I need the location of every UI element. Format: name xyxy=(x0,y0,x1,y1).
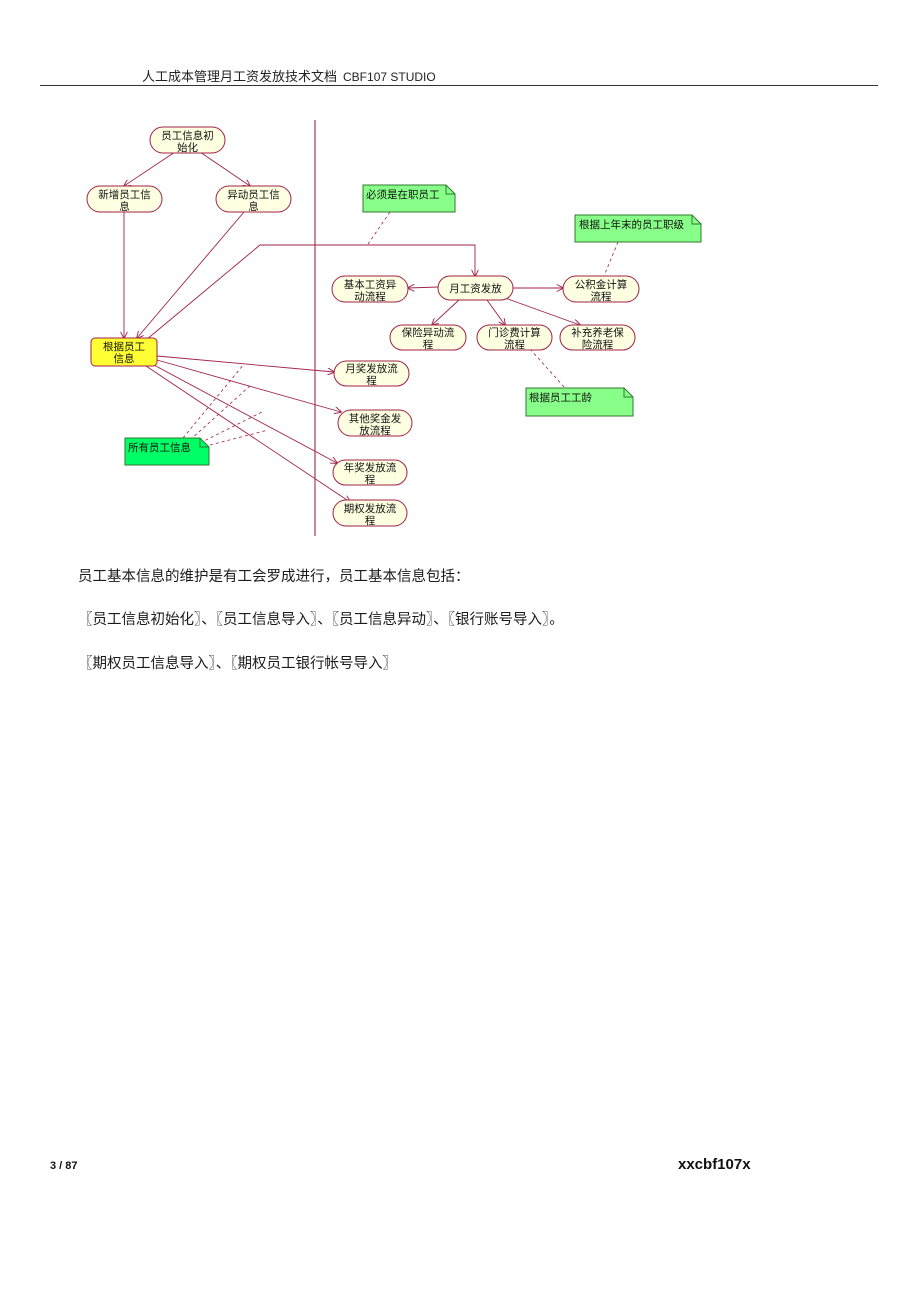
node-otherbonus-line2: 放流程 xyxy=(359,424,391,437)
node-init-line2: 始化 xyxy=(177,141,198,154)
node-new-employee: 新增员工信 息 xyxy=(86,185,163,213)
node-annualbonus-line2: 程 xyxy=(365,474,376,486)
note-all-info-text: 所有员工信息 xyxy=(128,441,191,454)
node-insurance-line2: 程 xyxy=(423,339,434,351)
node-insurance: 保险异动流 程 xyxy=(389,324,467,351)
edge-init-change xyxy=(199,151,250,186)
workflow-diagram: 员工信息初 始化 新增员工信 息 异动员工信 息 根据员工 信息 基本工资异 动… xyxy=(86,120,702,536)
node-fund-line2: 流程 xyxy=(591,290,612,303)
connector-all-info-4 xyxy=(209,429,269,446)
note-by-rank: 根据上年末的员工职级 xyxy=(574,214,702,243)
node-pension-line1: 补充养老保 xyxy=(571,326,624,339)
header-studio: CBF107 STUDIO xyxy=(343,70,436,84)
node-basic-line1: 基本工资异 xyxy=(344,278,397,291)
node-new-line1: 新增员工信 xyxy=(98,188,151,201)
edge-byinfo-monthlybonus xyxy=(156,355,334,372)
node-change-line2: 息 xyxy=(248,200,259,213)
note-by-seniority-text: 根据员工工龄 xyxy=(529,391,592,404)
node-housing-fund: 公积金计算 流程 xyxy=(562,275,640,303)
node-basic-salary: 基本工资异 动流程 xyxy=(331,275,409,303)
edge-monthly-basic xyxy=(408,287,439,288)
node-byinfo-line2: 信息 xyxy=(114,352,135,365)
connector-all-info-3 xyxy=(199,411,263,444)
node-monthlybonus-line1: 月奖发放流 xyxy=(345,362,398,375)
edge-byinfo-monthly xyxy=(145,244,475,341)
node-annual-bonus: 年奖发放流 程 xyxy=(332,459,408,486)
edge-monthly-insurance xyxy=(432,298,461,325)
node-insurance-line1: 保险异动流 xyxy=(402,326,455,339)
note-must-active-text: 必须是在职员工 xyxy=(366,188,440,201)
node-option: 期权发放流 程 xyxy=(332,499,408,527)
node-otherbonus-line1: 其他奖金发 xyxy=(349,412,402,425)
footer-page-number: 3 / 87 xyxy=(50,1160,78,1172)
footer-brand: xxcbf107x xyxy=(678,1156,751,1173)
node-option-line2: 程 xyxy=(365,515,376,527)
note-connectors xyxy=(182,211,619,446)
node-change-employee: 异动员工信 息 xyxy=(215,185,292,213)
node-monthly-salary: 月工资发放 xyxy=(437,275,514,301)
node-other-bonus: 其他奖金发 放流程 xyxy=(337,409,413,437)
node-clinic-line1: 门诊费计算 xyxy=(488,326,541,339)
note-must-active: 必须是在职员工 xyxy=(362,184,456,213)
connector-must-active xyxy=(367,211,391,245)
paragraph-option-items: 〖期权员工信息导入〗、〖期权员工银行帐号导入〗 xyxy=(78,656,397,672)
edge-init-new xyxy=(124,151,176,186)
node-monthlybonus-line2: 程 xyxy=(366,375,377,387)
edge-monthly-pension xyxy=(504,297,580,325)
connector-by-rank xyxy=(603,241,619,277)
header-title: 人工成本管理月工资发放技术文档 CBF107 STUDIO xyxy=(142,66,436,85)
edge-byinfo-otherbonus xyxy=(156,359,341,412)
node-fund-line1: 公积金计算 xyxy=(575,278,628,291)
note-by-seniority: 根据员工工龄 xyxy=(525,387,634,417)
node-option-line1: 期权发放流 xyxy=(344,502,397,515)
node-change-line1: 异动员工信 xyxy=(227,189,280,201)
edges xyxy=(124,151,580,502)
node-monthly-bonus: 月奖发放流 程 xyxy=(333,360,410,387)
edge-change-byinfo xyxy=(137,211,245,338)
paragraph-intro: 员工基本信息的维护是有工会罗成进行，员工基本信息包括： xyxy=(78,569,470,585)
node-new-line2: 息 xyxy=(119,200,130,213)
node-basic-line2: 动流程 xyxy=(354,290,386,303)
node-annualbonus-line1: 年奖发放流 xyxy=(344,461,397,474)
edge-byinfo-annualbonus xyxy=(151,363,337,463)
header-rule xyxy=(40,85,878,86)
node-pension: 补充养老保 险流程 xyxy=(559,324,636,351)
edge-byinfo-option xyxy=(145,365,350,502)
node-byinfo-line1: 根据员工 xyxy=(103,340,145,353)
node-by-employee-info: 根据员工 信息 xyxy=(90,337,158,367)
header-doc-title: 人工成本管理月工资发放技术文档 xyxy=(142,70,338,85)
connector-all-info-1 xyxy=(182,363,245,439)
edge-monthly-clinic xyxy=(486,299,505,325)
node-pension-line2: 险流程 xyxy=(582,338,614,351)
note-by-rank-text: 根据上年末的员工职级 xyxy=(579,218,684,231)
node-clinic-fee: 门诊费计算 流程 xyxy=(476,324,553,351)
paragraph-items: 〖员工信息初始化〗、〖员工信息导入〗、〖员工信息异动〗、〖银行账号导入〗。 xyxy=(78,612,564,628)
node-init-line1: 员工信息初 xyxy=(161,129,214,142)
node-clinic-line2: 流程 xyxy=(504,338,525,351)
connector-by-seniority xyxy=(529,348,566,389)
connector-all-info-2 xyxy=(189,383,253,441)
node-init: 员工信息初 始化 xyxy=(149,126,226,154)
node-monthly-line1: 月工资发放 xyxy=(449,282,502,295)
note-all-info: 所有员工信息 xyxy=(124,437,210,466)
